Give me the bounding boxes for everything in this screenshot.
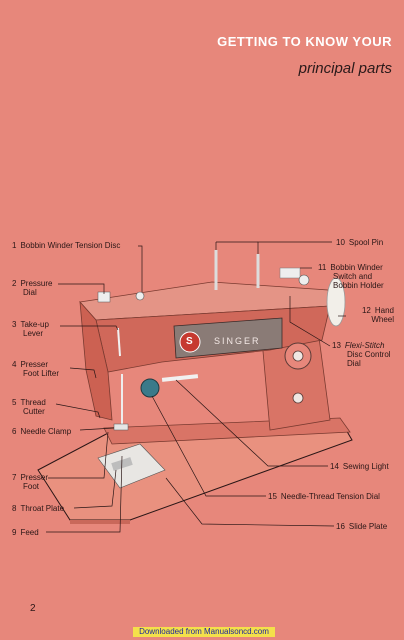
leader-lines <box>46 241 346 533</box>
brand-wordmark: SINGER <box>214 336 261 346</box>
brand-logo-icon: S <box>186 336 193 347</box>
front-panel <box>173 317 283 359</box>
page-number: 2 <box>30 603 36 614</box>
page-heading: GETTING TO KNOW YOUR <box>217 34 392 49</box>
hand-wheel-shape <box>326 277 346 327</box>
page-subheading: principal parts <box>298 60 392 77</box>
machine-head <box>79 300 113 421</box>
base-board <box>37 427 353 521</box>
download-source-link[interactable]: Downloaded from Manualsoncd.com <box>133 627 275 637</box>
throat-plate <box>97 443 166 489</box>
